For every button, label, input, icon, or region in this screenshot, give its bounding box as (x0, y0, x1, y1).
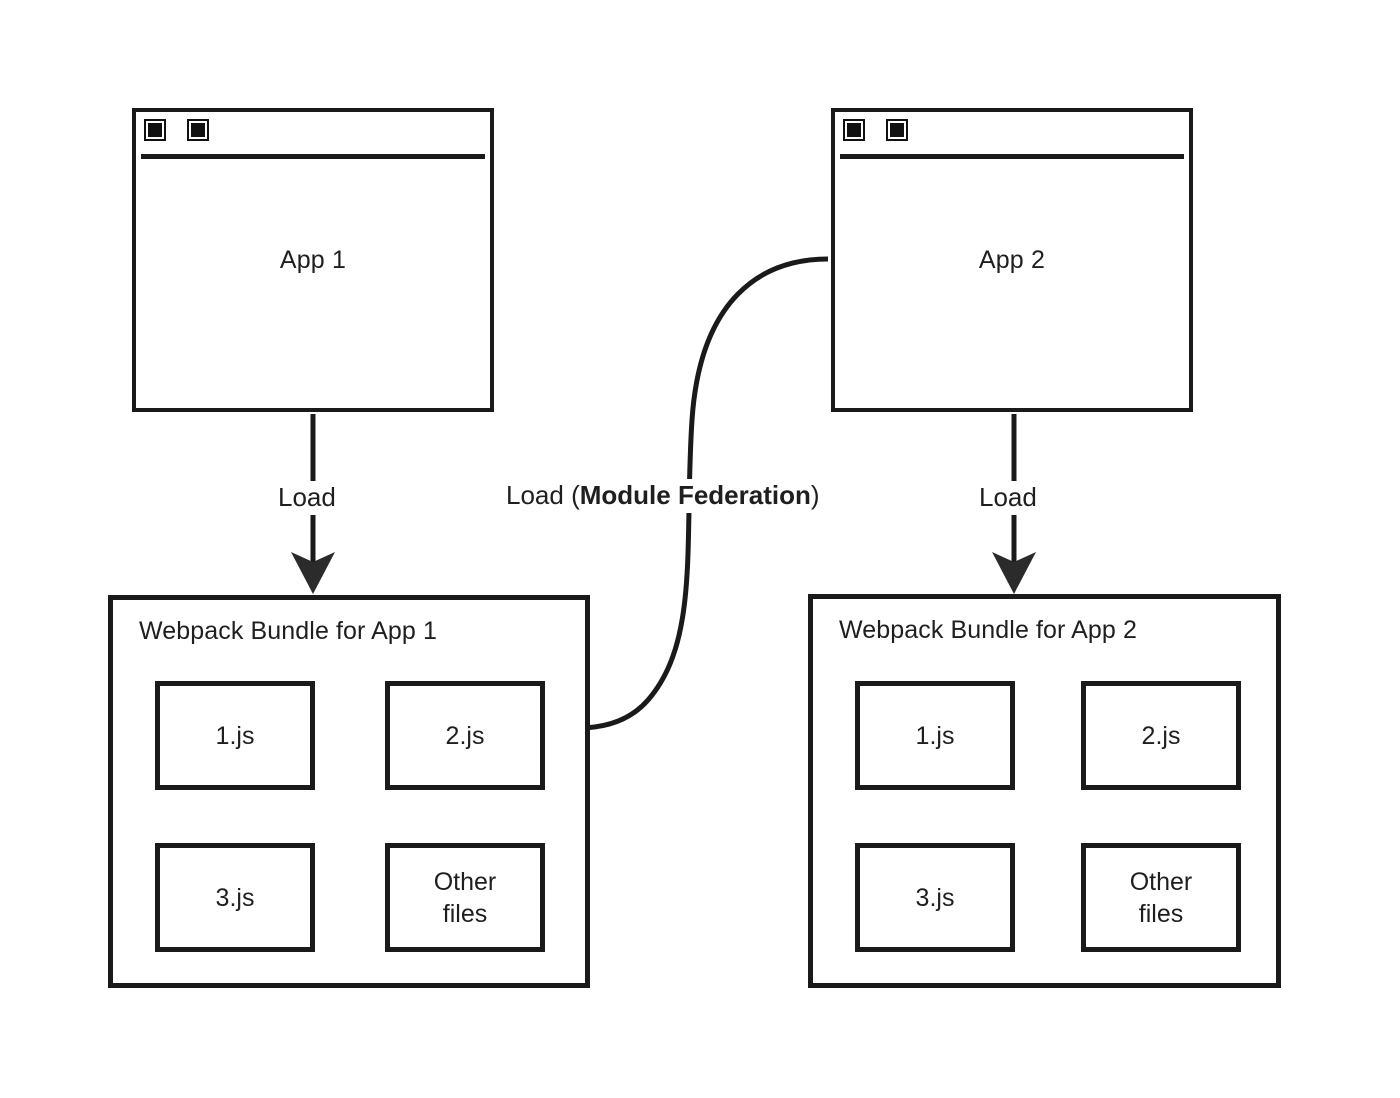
module-box-2js[interactable]: 2.js (385, 681, 545, 790)
module-box-1js[interactable]: 1.js (155, 681, 315, 790)
window-square-icon[interactable] (843, 119, 865, 141)
module-federation-label: Load (Module Federation) (498, 479, 828, 513)
module-federation-label-prefix: Load ( (506, 480, 580, 510)
bundle-app2[interactable]: Webpack Bundle for App 2 1.js 2.js 3.js … (808, 594, 1281, 988)
module-box-3js[interactable]: 3.js (855, 843, 1015, 952)
app1-titlebar-divider (141, 154, 485, 159)
app2-label: App 2 (978, 245, 1046, 274)
app1-label: App 1 (279, 245, 347, 274)
window-square-icon[interactable] (886, 119, 909, 141)
module-federation-label-emphasis: Module Federation (579, 480, 811, 510)
window-square-icon[interactable] (187, 119, 210, 141)
load-app1-label: Load (270, 481, 344, 515)
module-box-other-files[interactable]: Other files (385, 843, 545, 952)
app1-window[interactable]: App 1 (132, 108, 494, 412)
window-square-icon[interactable] (144, 119, 166, 141)
load-app2-arrowhead (992, 552, 1036, 594)
load-app1-arrowhead (291, 552, 335, 594)
app2-window[interactable]: App 2 (831, 108, 1193, 412)
module-box-other-files[interactable]: Other files (1081, 843, 1241, 952)
bundle-app1-title: Webpack Bundle for App 1 (139, 617, 437, 645)
bundle-app2-title: Webpack Bundle for App 2 (839, 616, 1137, 644)
module-box-2js[interactable]: 2.js (1081, 681, 1241, 790)
module-box-3js[interactable]: 3.js (155, 843, 315, 952)
app2-titlebar-divider (840, 154, 1184, 159)
app1-titlebar (136, 112, 490, 156)
module-box-1js[interactable]: 1.js (855, 681, 1015, 790)
module-federation-label-suffix: ) (810, 480, 820, 510)
app2-titlebar (835, 112, 1189, 156)
bundle-app1[interactable]: Webpack Bundle for App 1 1.js 2.js 3.js … (108, 595, 590, 988)
load-app2-label: Load (971, 481, 1045, 515)
